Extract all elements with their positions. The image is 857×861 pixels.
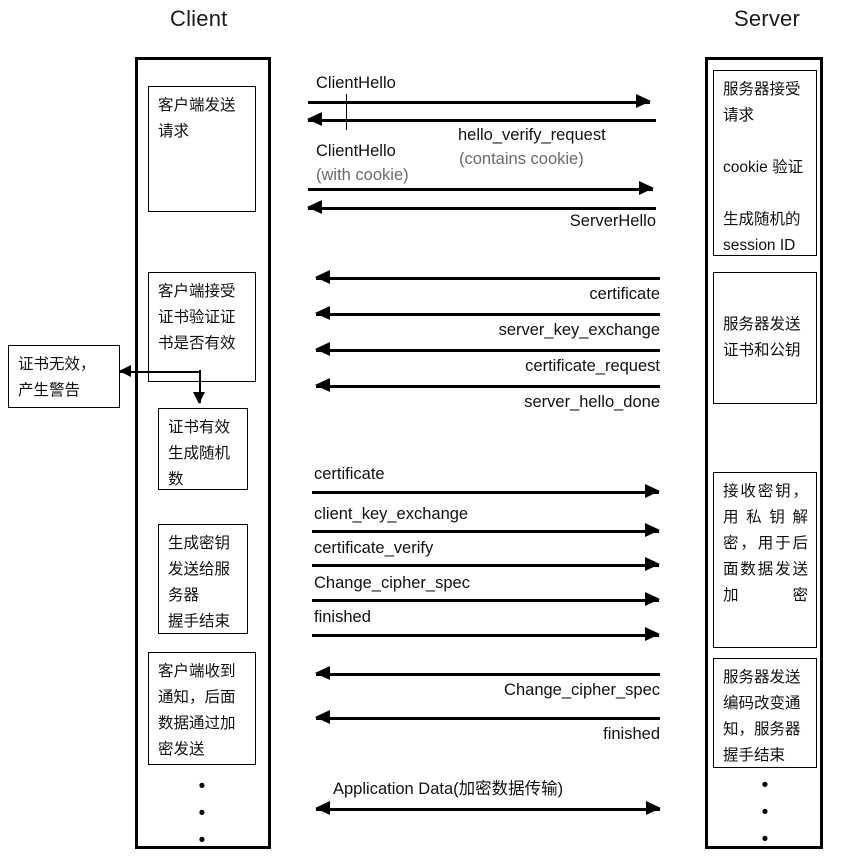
label-finished-s: finished xyxy=(603,725,660,743)
label-change-cipher-spec-c: Change_cipher_spec xyxy=(314,574,470,592)
note-cert-invalid-alert: 证书无效， 产生警告 xyxy=(8,345,120,408)
label-certificate-request: certificate_request xyxy=(525,357,660,375)
client-ellipsis: • • • xyxy=(198,776,206,851)
server-ellipsis: • • • xyxy=(761,775,769,850)
label-hello-verify-request-sub: (contains cookie) xyxy=(459,150,584,168)
note-server-accept-request: 服务器接受 请求 cookie 验证 生成随机的 session ID xyxy=(713,70,817,256)
note-server-send-cert: 服务器发送 证书和公钥 xyxy=(713,272,817,404)
tick-mark-hello xyxy=(346,94,347,130)
client-lane-title: Client xyxy=(170,6,228,31)
label-serverhello: ServerHello xyxy=(569,212,656,230)
note-client-gen-key: 生成密钥 发送给服 务器 握手结束 xyxy=(158,524,248,634)
label-finished-c: finished xyxy=(314,608,371,626)
note-client-send-request: 客户端发送 请求 xyxy=(148,86,256,212)
label-hello-verify-request: hello_verify_request xyxy=(458,126,606,144)
label-client-key-exchange: client_key_exchange xyxy=(314,505,469,523)
label-server-hello-done: server_hello_done xyxy=(524,393,660,411)
label-server-key-exchange: server_key_exchange xyxy=(498,321,660,339)
note-client-received: 客户端收到 通知，后面 数据通过加 密发送 xyxy=(148,652,256,765)
label-application-data: Application Data(加密数据传输) xyxy=(333,780,564,798)
label-certificate-srv: certificate xyxy=(589,285,660,303)
label-clienthello-2: ClientHello xyxy=(316,142,396,160)
label-certificate-verify: certificate_verify xyxy=(314,539,434,557)
note-cert-valid-random: 证书有效 生成随机 数 xyxy=(158,408,248,490)
note-client-verify-cert: 客户端接受 证书验证证 书是否有效 xyxy=(148,272,256,382)
label-clienthello-1: ClientHello xyxy=(316,74,396,92)
label-clienthello-2-sub: (with cookie) xyxy=(316,166,409,184)
label-certificate-cli: certificate xyxy=(314,465,385,483)
note-server-decrypt-key: 接收密钥， 用 私 钥 解 密，用于后 面数据发送 加密 xyxy=(713,472,817,648)
server-lane-title: Server xyxy=(734,6,800,31)
label-change-cipher-spec-s: Change_cipher_spec xyxy=(504,681,660,699)
note-server-change-cipher: 服务器发送 编码改变通 知，服务器 握手结束 xyxy=(713,658,817,768)
